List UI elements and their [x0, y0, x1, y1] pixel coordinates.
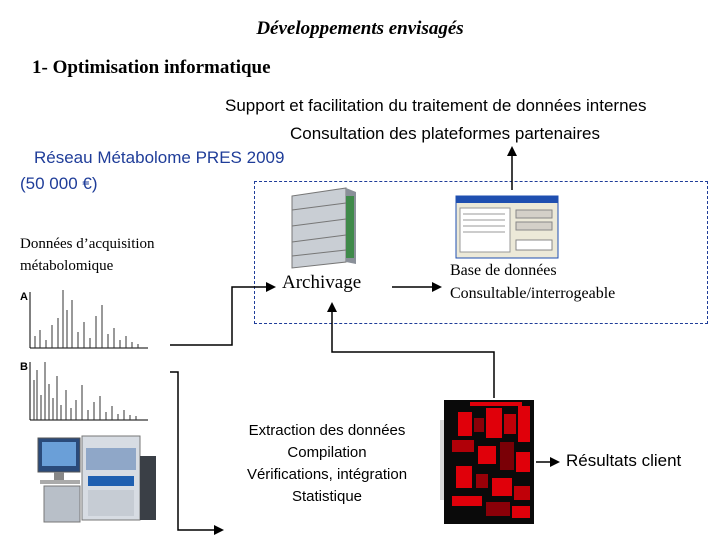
- output-consultation-label: Consultation des plateformes partenaires: [290, 124, 600, 143]
- processing-step: Vérifications, intégration: [246, 466, 408, 483]
- acquisition-label-line2: métabolomique: [20, 258, 114, 274]
- connectors: [170, 146, 560, 535]
- network-name: Réseau Métabolome PRES 2009: [34, 148, 285, 167]
- network-scope-box: [254, 181, 708, 324]
- spectrum-chart-icon: A: [20, 290, 148, 349]
- database-window-icon: [455, 195, 559, 259]
- mass-spectrometer-icon: [37, 435, 156, 523]
- results-label: Résultats client: [566, 451, 682, 470]
- server-rack-icon: [291, 187, 356, 269]
- spectrum-chart-icon: B: [20, 361, 148, 421]
- page-title: Développements envisagés: [256, 18, 464, 39]
- spectrum-panel-b-label: B: [20, 361, 28, 373]
- database-label-line2: Consultable/interrogeable: [450, 285, 616, 302]
- spectrum-panel-a-label: A: [20, 291, 28, 303]
- archivage-label: Archivage: [282, 272, 362, 293]
- output-support-label: Support et facilitation du traitement de…: [225, 96, 647, 115]
- network-budget: (50 000 €): [20, 174, 98, 193]
- processing-step: Compilation: [287, 444, 367, 461]
- processing-steps: Extraction des données Compilation Vérif…: [228, 420, 426, 508]
- acquisition-label-line1: Données d’acquisition: [20, 236, 155, 252]
- database-label-line1: Base de données: [450, 262, 557, 279]
- heatmap-icon: [440, 400, 534, 524]
- processing-step: Statistique: [291, 488, 363, 505]
- processing-step: Extraction des données: [248, 422, 406, 439]
- section-heading: 1- Optimisation informatique: [32, 57, 271, 78]
